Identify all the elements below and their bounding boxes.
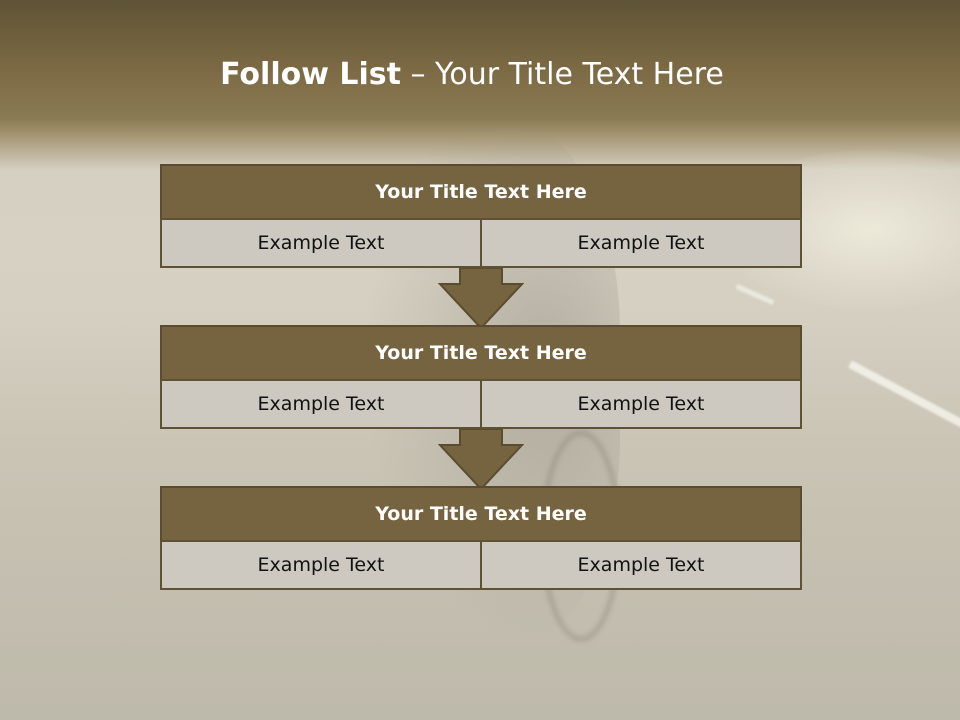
down-arrow-icon[interactable] bbox=[438, 268, 524, 330]
block-header[interactable]: Your Title Text Here bbox=[160, 325, 802, 381]
block-cell-right[interactable]: Example Text bbox=[480, 218, 802, 268]
block-cell-left[interactable]: Example Text bbox=[160, 379, 482, 429]
slide-title-bold: Follow List bbox=[220, 57, 401, 92]
slide-title[interactable]: Follow List – Your Title Text Here bbox=[0, 52, 944, 98]
block-cell-left[interactable]: Example Text bbox=[160, 218, 482, 268]
block-row: Example Text Example Text bbox=[160, 379, 802, 429]
block-header[interactable]: Your Title Text Here bbox=[160, 486, 802, 542]
list-block-3[interactable]: Your Title Text Here Example Text Exampl… bbox=[160, 486, 802, 590]
down-arrow-shape bbox=[438, 268, 524, 330]
slide-title-rest: – Your Title Text Here bbox=[400, 57, 724, 92]
block-cell-right[interactable]: Example Text bbox=[480, 540, 802, 590]
list-block-2[interactable]: Your Title Text Here Example Text Exampl… bbox=[160, 325, 802, 429]
block-row: Example Text Example Text bbox=[160, 540, 802, 590]
block-row: Example Text Example Text bbox=[160, 218, 802, 268]
block-header[interactable]: Your Title Text Here bbox=[160, 164, 802, 220]
list-block-1[interactable]: Your Title Text Here Example Text Exampl… bbox=[160, 164, 802, 268]
down-arrow-icon[interactable] bbox=[438, 429, 524, 491]
background-lane-marking bbox=[735, 284, 775, 305]
down-arrow-shape bbox=[438, 429, 524, 491]
block-cell-right[interactable]: Example Text bbox=[480, 379, 802, 429]
block-cell-left[interactable]: Example Text bbox=[160, 540, 482, 590]
background-lane-marking bbox=[848, 360, 960, 434]
